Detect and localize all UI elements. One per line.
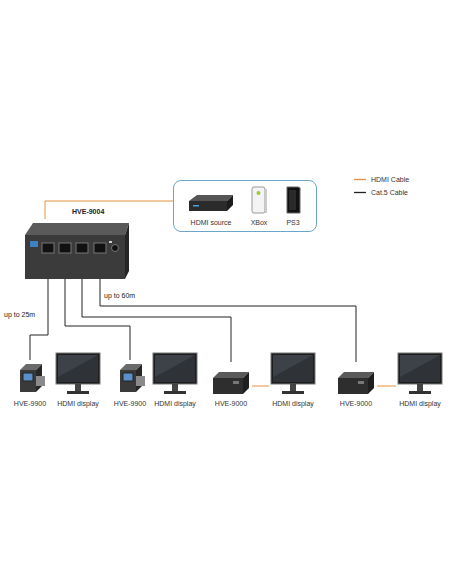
receiver-adapter-icon xyxy=(112,360,148,398)
monitor-icon xyxy=(55,352,101,398)
device-label: HDMI display xyxy=(269,399,317,408)
device-label: HDMI display xyxy=(151,399,199,408)
device-label: PS3 xyxy=(286,218,299,227)
legend-label: Cat.5 Cable xyxy=(371,188,408,197)
display-device: HDMI display xyxy=(151,352,199,408)
legend-row: HDMI Cable xyxy=(354,175,409,184)
device-label: HVE-9900 xyxy=(111,399,149,408)
transmitter-device: HVE-9004 xyxy=(25,219,129,279)
cat5-cable xyxy=(82,279,231,362)
hdmi-cable xyxy=(45,201,173,219)
receiver-box: HVE-9000 xyxy=(210,362,252,408)
receiver-adapter: HVE-9900 xyxy=(111,360,149,408)
legend-label: HDMI Cable xyxy=(371,175,409,184)
legend-line-sample xyxy=(354,175,368,184)
monitor-icon xyxy=(397,352,443,398)
receiver-box-icon xyxy=(211,362,251,398)
device-label: HVE-9900 xyxy=(11,399,49,408)
cat5-cable xyxy=(30,279,48,360)
source-group-box: HDMI source XBox PS3 xyxy=(173,180,317,232)
xbox-icon xyxy=(249,185,269,215)
device-label: HDMI display xyxy=(54,399,102,408)
receiver-adapter: HVE-9900 xyxy=(11,360,49,408)
hdmi-source-icon xyxy=(187,193,235,215)
monitor-icon xyxy=(270,352,316,398)
legend-line-sample xyxy=(354,188,368,197)
receiver-box: HVE-9000 xyxy=(335,362,377,408)
device-label: HVE-9004 xyxy=(72,207,104,216)
hdmi-cable xyxy=(252,386,269,387)
device-label: HVE-9000 xyxy=(210,399,252,408)
device-label: HDMI display xyxy=(396,399,444,408)
source-device: PS3 xyxy=(283,185,303,227)
display-device: HDMI display xyxy=(269,352,317,408)
hdmi-cable xyxy=(377,386,396,387)
device-label: HDMI source xyxy=(191,218,232,227)
device-label: XBox xyxy=(251,218,268,227)
ps3-icon xyxy=(283,185,303,215)
distance-label: up to 25m xyxy=(4,310,35,319)
monitor-icon xyxy=(152,352,198,398)
receiver-adapter-icon xyxy=(12,360,48,398)
display-device: HDMI display xyxy=(396,352,444,408)
display-device: HDMI display xyxy=(54,352,102,408)
cat5-cable xyxy=(100,279,356,362)
source-device: HDMI source xyxy=(187,193,235,227)
distance-label: up to 60m xyxy=(104,291,135,300)
receiver-box-icon xyxy=(336,362,376,398)
legend-row: Cat.5 Cable xyxy=(354,188,408,197)
device-label: HVE-9000 xyxy=(335,399,377,408)
source-device: XBox xyxy=(249,185,269,227)
transmitter-icon xyxy=(25,219,129,279)
